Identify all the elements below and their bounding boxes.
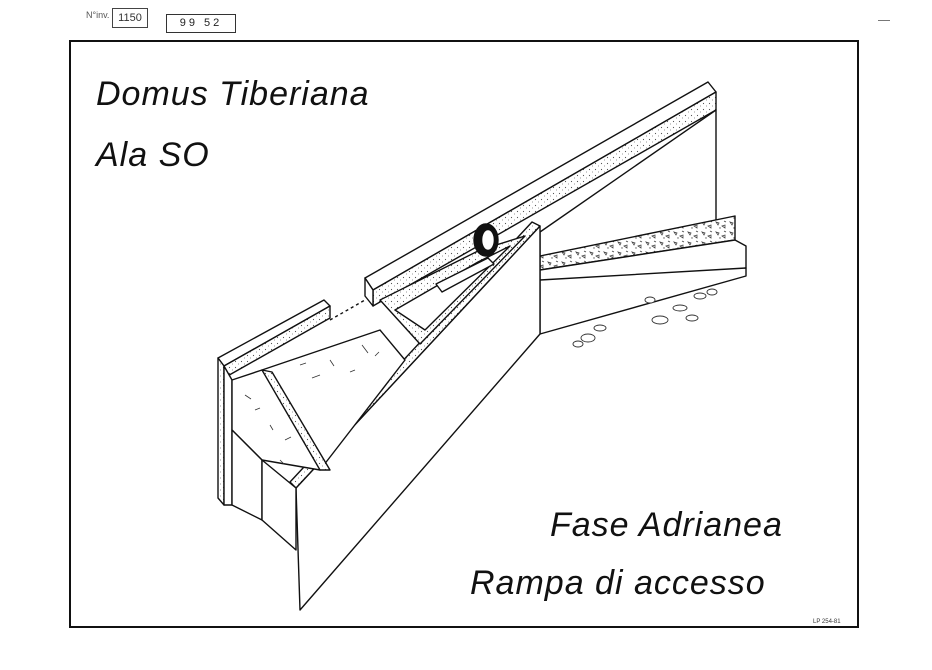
short-inner-wall: [435, 257, 495, 293]
floor-marks: [244, 344, 380, 465]
left-pier-side: [261, 459, 297, 551]
scattered-stones: [572, 288, 718, 348]
left-inner-wall: [261, 369, 331, 471]
left-wall-face: [217, 357, 225, 506]
phase-line-2: Rampa di accesso: [470, 564, 766, 602]
title-line-2: Ala SO: [96, 136, 210, 174]
upper-wall-end: [364, 277, 374, 307]
archive-number-label: N°inv.: [86, 10, 110, 20]
archive-stamp: 1150: [112, 8, 148, 28]
left-wall-front: [223, 365, 233, 506]
title-line-1: Domus Tiberiana: [96, 75, 370, 113]
sheet-number-box: 99 52: [166, 14, 236, 33]
reference-code: LP 254-81: [813, 619, 841, 625]
dash-mark: [878, 20, 890, 21]
phase-line-1: Fase Adrianea: [550, 506, 783, 544]
right-low-wall-face: [539, 267, 747, 335]
